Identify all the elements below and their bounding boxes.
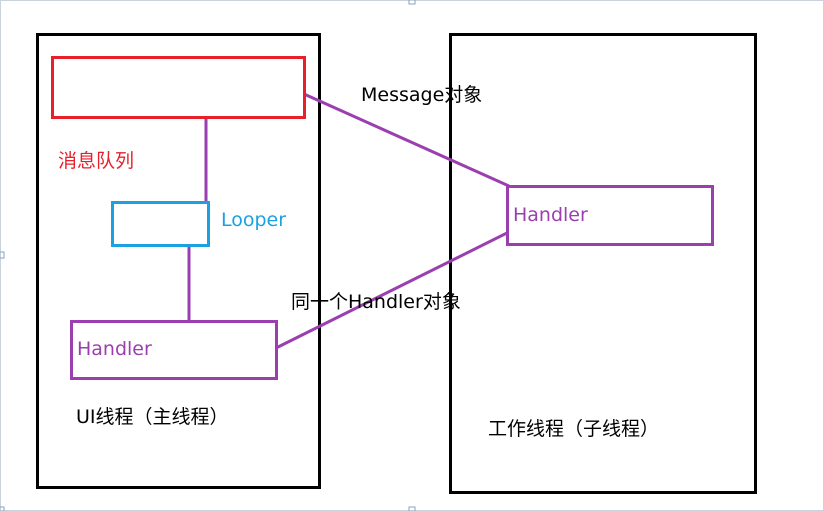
main-handler-label: Handler [77,338,152,360]
looper-box [111,201,210,247]
ui-thread-label: UI线程（主线程） [76,406,229,428]
worker-handler-label: Handler [513,204,588,226]
worker-thread-label: 工作线程（子线程） [488,418,659,440]
same-handler-connector [275,230,510,350]
same-handler-object-label: 同一个Handler对象 [291,291,461,313]
main-handler-box [70,320,278,380]
message-queue-box [51,56,306,119]
message-object-connector [303,92,510,188]
frame-handle-left [0,251,5,259]
frame-handle-bottom-left [0,506,5,511]
frame-handle-top [408,0,416,5]
worker-thread-box [449,33,757,494]
worker-handler-box [506,185,714,246]
message-object-label: Message对象 [361,84,482,106]
frame-handle-bottom [408,506,416,511]
ui-thread-box [36,33,321,489]
looper-label: Looper [221,209,286,231]
message-queue-label: 消息队列 [58,150,134,172]
